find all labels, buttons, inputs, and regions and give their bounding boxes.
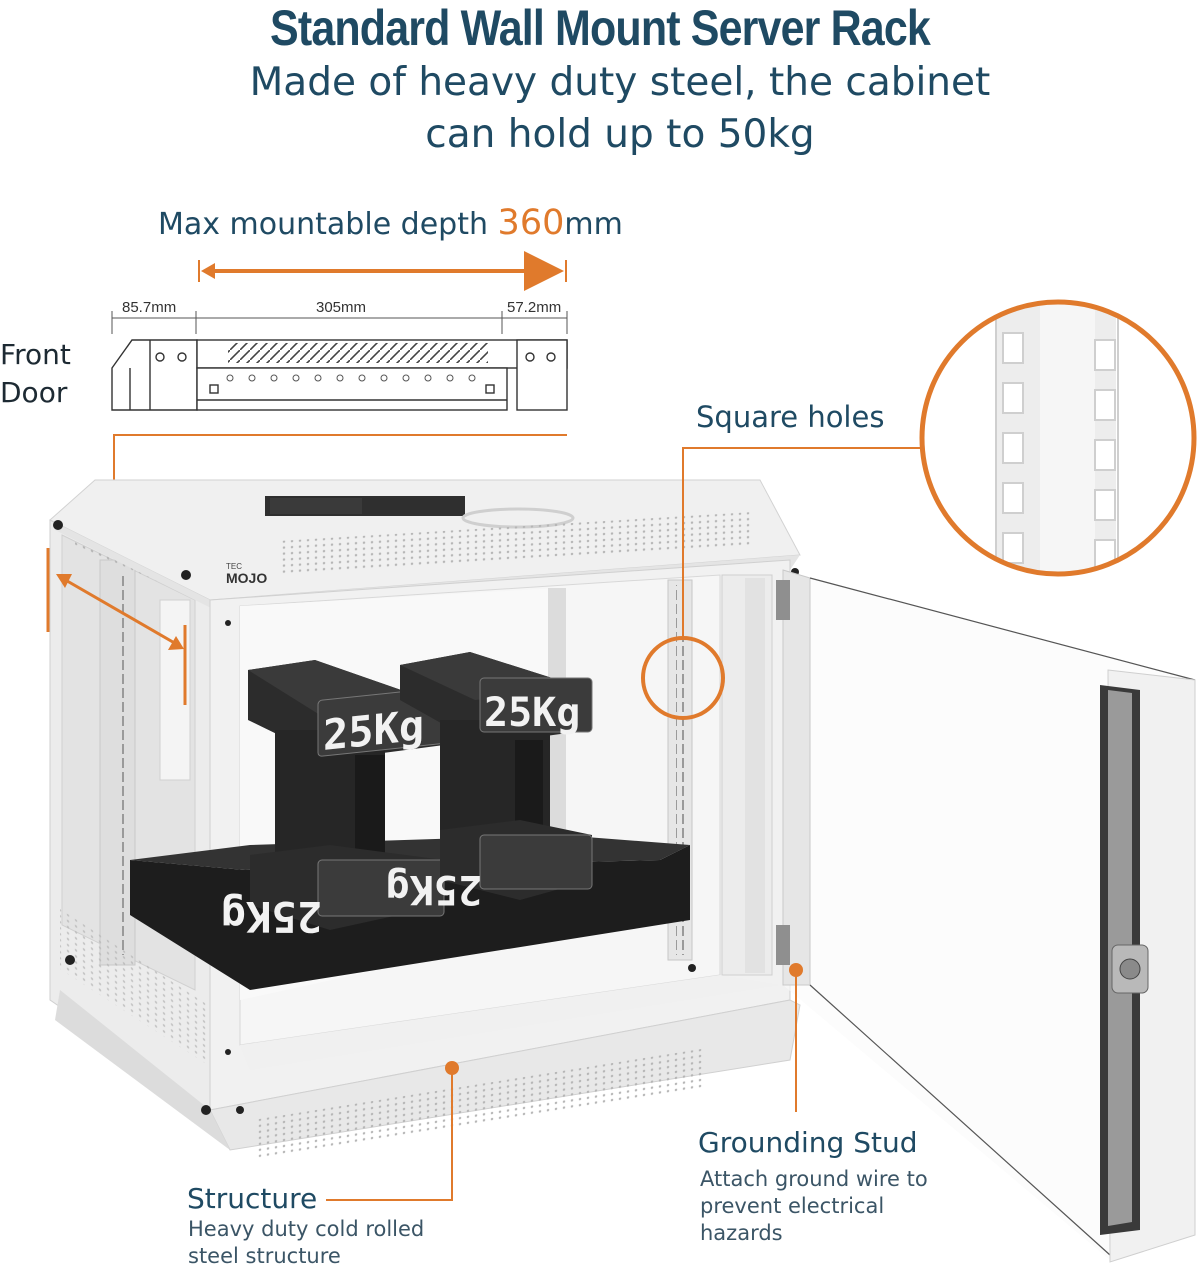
weight-right: 25Kg 25Kg — [386, 652, 593, 912]
dimension-center: 305mm — [316, 299, 367, 316]
dimension-right: 57.2mm — [507, 299, 562, 316]
structure-description: Heavy duty cold rolled steel structure — [188, 1217, 425, 1268]
weight-label-top-left: 25Kg — [323, 701, 424, 760]
square-holes-magnifier — [919, 299, 1197, 577]
square-holes-leader — [682, 447, 922, 638]
subtitle-line-1: Made of heavy duty steel, the cabinet — [249, 60, 991, 105]
max-depth-prefix: Max mountable depth — [158, 207, 498, 242]
grounding-stud-title: Grounding Stud — [698, 1126, 918, 1159]
side-depth-arrow — [46, 548, 187, 705]
dimension-left: 85.7mm — [122, 299, 177, 316]
front-door-line-2: Door — [0, 376, 68, 409]
max-depth-unit: mm — [564, 207, 623, 242]
side-view-drawing — [111, 339, 568, 411]
brand-small: TEC — [226, 562, 242, 571]
grounding-stud-description: Attach ground wire to prevent electrical… — [700, 1167, 928, 1245]
weight-left: 25Kg 25Kg — [221, 660, 445, 941]
cabinet: TEC MOJO — [49, 479, 801, 1160]
dimension-lines — [111, 311, 568, 334]
structure-title: Structure — [187, 1182, 318, 1215]
structure-leader — [326, 1068, 453, 1201]
square-holes-label: Square holes — [696, 400, 885, 434]
front-door-line-1: Front — [0, 338, 71, 371]
structure-dot — [445, 1061, 459, 1075]
brand-logo: MOJO — [226, 570, 267, 586]
weight-label-bottom-left: 25Kg — [221, 892, 322, 941]
grounding-dot — [789, 963, 803, 977]
subtitle-line-2: can hold up to 50kg — [425, 112, 815, 157]
depth-arrow — [198, 251, 567, 291]
max-depth-value: 360 — [497, 203, 565, 243]
page-title: Standard Wall Mount Server Rack — [270, 0, 931, 56]
max-depth-label: Max mountable depth 360mm — [158, 203, 623, 243]
weight-label-bottom-right: 25Kg — [386, 866, 482, 912]
weight-label-top-right: 25Kg — [484, 690, 580, 736]
cabinet-door — [776, 569, 1196, 1263]
front-door-label: Front Door — [0, 336, 71, 412]
